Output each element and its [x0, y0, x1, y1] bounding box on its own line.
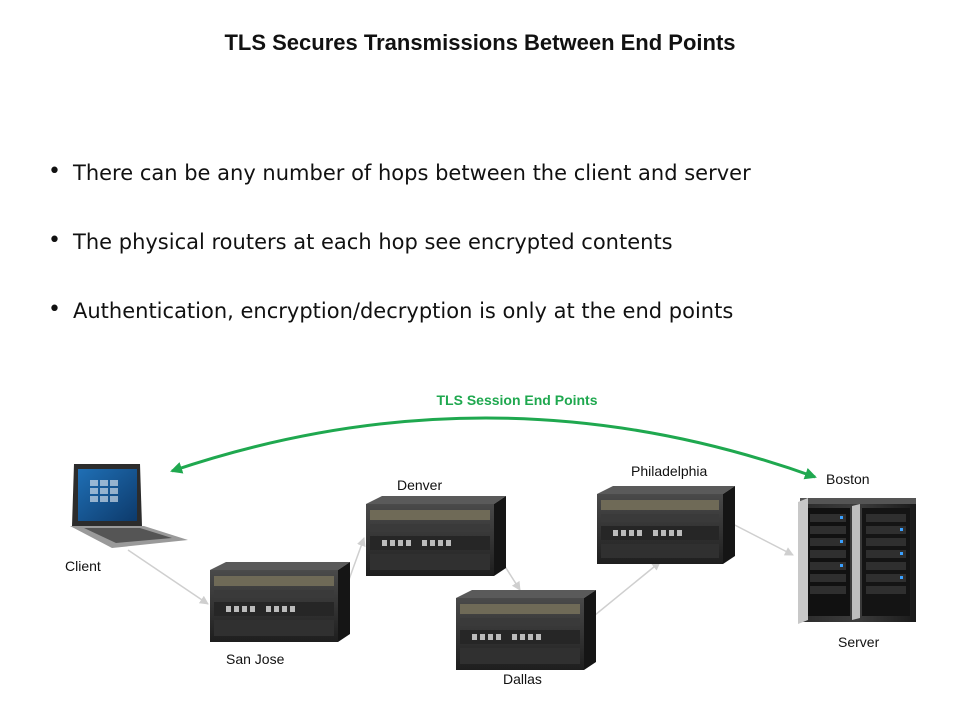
network-diagram: TLS Session End Points Client San Jose D… [0, 380, 960, 720]
link-client-sanjose [127, 549, 209, 605]
router-philadelphia-icon [597, 486, 735, 564]
bullet-item: • Authentication, encryption/decryption … [48, 296, 928, 365]
tls-session-arrow [170, 416, 817, 480]
laptop-icon [70, 464, 188, 548]
diagram-canvas [70, 416, 916, 670]
slide-title: TLS Secures Transmissions Between End Po… [224, 30, 736, 55]
bullet-dot-icon: • [48, 159, 61, 184]
bullet-dot-icon: • [48, 228, 61, 253]
bullet-text: The physical routers at each hop see enc… [73, 230, 673, 254]
router-dallas-icon [456, 590, 596, 670]
bullet-text: There can be any number of hops between … [73, 161, 751, 185]
label-boston: Boston [826, 471, 870, 487]
label-san-jose: San Jose [226, 651, 285, 667]
label-dallas: Dallas [503, 671, 542, 687]
bullet-item: • There can be any number of hops betwee… [48, 158, 928, 227]
server-rack-icon [798, 498, 916, 624]
label-denver: Denver [397, 477, 443, 493]
label-philadelphia: Philadelphia [631, 463, 708, 479]
label-server: Server [838, 634, 880, 650]
bullet-text: Authentication, encryption/decryption is… [73, 299, 734, 323]
tls-session-label: TLS Session End Points [436, 392, 598, 408]
router-denver-icon [366, 496, 506, 576]
bullet-list: • There can be any number of hops betwee… [48, 158, 928, 365]
link-dallas-philadelphia [583, 561, 661, 625]
bullet-dot-icon: • [48, 297, 61, 322]
link-philadelphia-server [724, 519, 794, 556]
label-client: Client [65, 558, 101, 574]
router-san-jose-icon [210, 562, 350, 642]
bullet-item: • The physical routers at each hop see e… [48, 227, 928, 296]
